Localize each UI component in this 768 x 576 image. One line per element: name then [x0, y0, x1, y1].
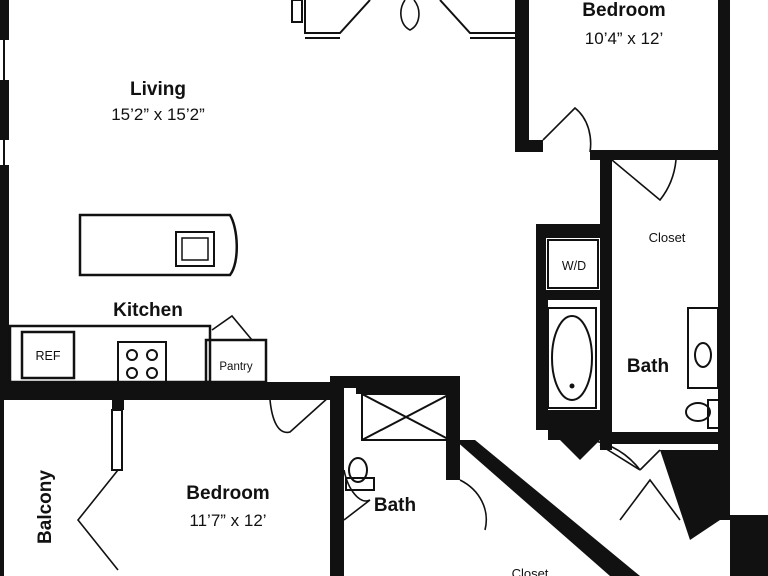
- fixture-label-wd: W/D: [562, 259, 586, 273]
- room-name-bath-right: Bath: [627, 356, 669, 377]
- windows: [3, 0, 515, 571]
- room-dims-living: 15’2” x 15’2”: [111, 105, 205, 124]
- doors: [211, 106, 681, 531]
- fixture-label-ref: REF: [36, 349, 61, 363]
- room-labels: Living 15’2” x 15’2” Bedroom 10’4” x 12’…: [35, 0, 686, 576]
- room-name-bedroom-bottom: Bedroom: [186, 483, 269, 504]
- fixture-label-pantry: Pantry: [219, 361, 252, 373]
- room-dims-bedroom-top: 10’4” x 12’: [585, 29, 663, 48]
- room-name-kitchen: Kitchen: [113, 300, 183, 321]
- room-name-closet-bottom: Closet: [512, 566, 549, 576]
- room-name-bath-bottom: Bath: [374, 495, 416, 516]
- fixture-labels: REF Pantry W/D: [36, 259, 587, 373]
- room-name-living: Living: [130, 79, 186, 100]
- room-name-bedroom-top: Bedroom: [582, 0, 665, 21]
- fixtures: [8, 213, 721, 491]
- room-name-balcony: Balcony: [35, 470, 56, 544]
- room-name-closet-top: Closet: [649, 230, 686, 245]
- room-dims-bedroom-bottom: 11’7” x 12’: [189, 511, 266, 530]
